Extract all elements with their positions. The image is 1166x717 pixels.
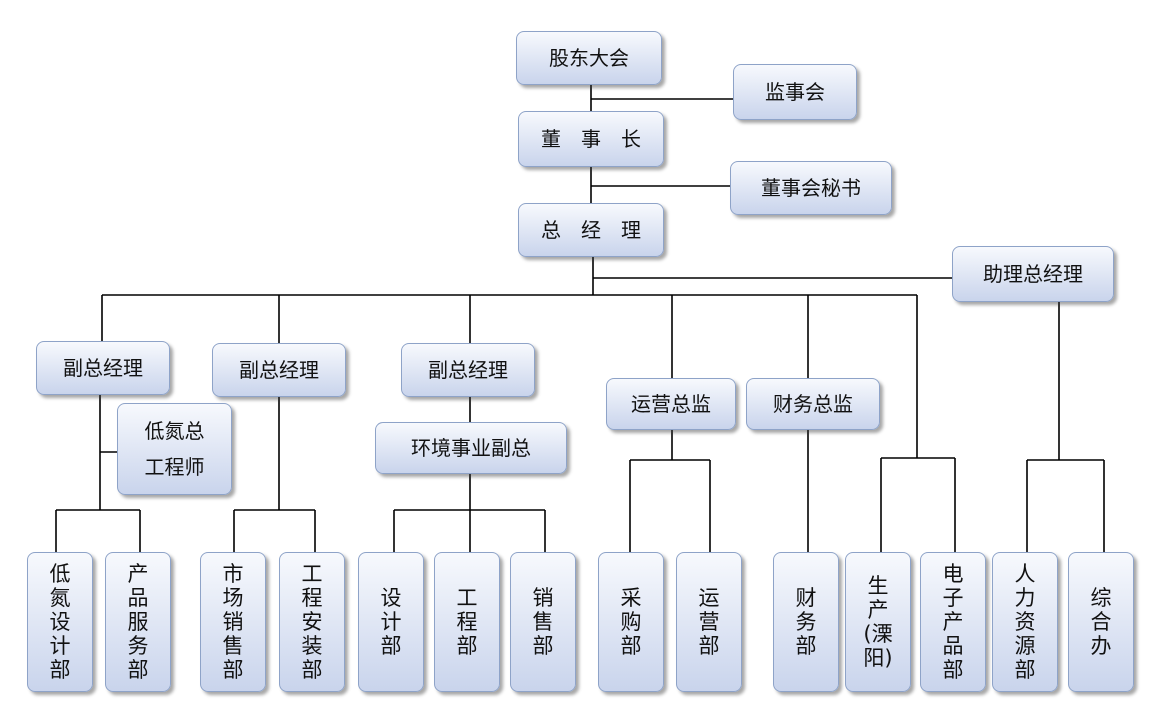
deputy-gm-3-label: 副总经理 — [428, 357, 508, 382]
chairman-box: 董 事 长 — [518, 111, 664, 167]
supervisory-board-box: 监事会 — [733, 64, 857, 120]
operations-director-box: 运营总监 — [606, 378, 736, 430]
dept-human-resources-box: 人 力 资 源 部 — [992, 552, 1058, 692]
environment-vp-label: 环境事业副总 — [411, 435, 531, 460]
dept-low-nitrogen-design-box: 低 氮 设 计 部 — [27, 552, 93, 692]
dept-engineering-label: 工 程 部 — [456, 586, 478, 658]
board-secretary-box: 董事会秘书 — [730, 161, 892, 215]
dept-production-liyang-box: 生 产 (溧 阳) — [845, 552, 911, 692]
deputy-gm-2-box: 副总经理 — [212, 343, 346, 397]
board-secretary-label: 董事会秘书 — [761, 175, 861, 200]
deputy-gm-1-box: 副总经理 — [36, 341, 170, 395]
dept-production-liyang-label: 生 产 (溧 阳) — [863, 574, 893, 670]
dept-engineering-install-box: 工 程 安 装 部 — [279, 552, 345, 692]
dept-procurement-label: 采 购 部 — [620, 586, 642, 658]
dept-electronic-products-box: 电 子 产 品 部 — [920, 552, 986, 692]
dept-marketing-sales-label: 市 场 销 售 部 — [222, 562, 244, 682]
dept-human-resources-label: 人 力 资 源 部 — [1014, 562, 1036, 682]
dept-design-label: 设 计 部 — [380, 586, 402, 658]
chairman-label: 董 事 长 — [541, 126, 641, 151]
chief-engineer-label: 低氮总 工程师 — [144, 419, 205, 479]
deputy-gm-2-label: 副总经理 — [239, 357, 319, 382]
dept-product-service-label: 产 品 服 务 部 — [127, 562, 149, 682]
finance-director-label: 财务总监 — [773, 391, 853, 416]
dept-finance-label: 财 务 部 — [795, 586, 817, 658]
dept-sales-box: 销 售 部 — [510, 552, 576, 692]
dept-procurement-box: 采 购 部 — [598, 552, 664, 692]
shareholders-meeting-box: 股东大会 — [516, 31, 662, 85]
dept-marketing-sales-box: 市 场 销 售 部 — [200, 552, 266, 692]
assistant-gm-box: 助理总经理 — [952, 246, 1114, 302]
finance-director-box: 财务总监 — [746, 378, 880, 430]
dept-product-service-box: 产 品 服 务 部 — [105, 552, 171, 692]
deputy-gm-1-label: 副总经理 — [63, 355, 143, 380]
dept-engineering-box: 工 程 部 — [434, 552, 500, 692]
assistant-gm-label: 助理总经理 — [983, 261, 1083, 286]
dept-general-office-label: 综 合 办 — [1090, 586, 1112, 658]
shareholders-meeting-label: 股东大会 — [549, 45, 629, 70]
general-manager-label: 总 经 理 — [541, 217, 641, 242]
dept-finance-box: 财 务 部 — [773, 552, 839, 692]
dept-electronic-products-label: 电 子 产 品 部 — [942, 562, 964, 682]
dept-design-box: 设 计 部 — [358, 552, 424, 692]
dept-general-office-box: 综 合 办 — [1068, 552, 1134, 692]
deputy-gm-3-box: 副总经理 — [401, 343, 535, 397]
operations-director-label: 运营总监 — [631, 391, 711, 416]
dept-operations-box: 运 营 部 — [676, 552, 742, 692]
supervisory-board-label: 监事会 — [765, 79, 825, 104]
dept-sales-label: 销 售 部 — [532, 586, 554, 658]
dept-operations-label: 运 营 部 — [698, 586, 720, 658]
general-manager-box: 总 经 理 — [518, 203, 664, 257]
environment-vp-box: 环境事业副总 — [375, 422, 567, 474]
chief-engineer-box: 低氮总 工程师 — [117, 403, 232, 495]
dept-engineering-install-label: 工 程 安 装 部 — [301, 562, 323, 682]
dept-low-nitrogen-design-label: 低 氮 设 计 部 — [49, 562, 71, 682]
